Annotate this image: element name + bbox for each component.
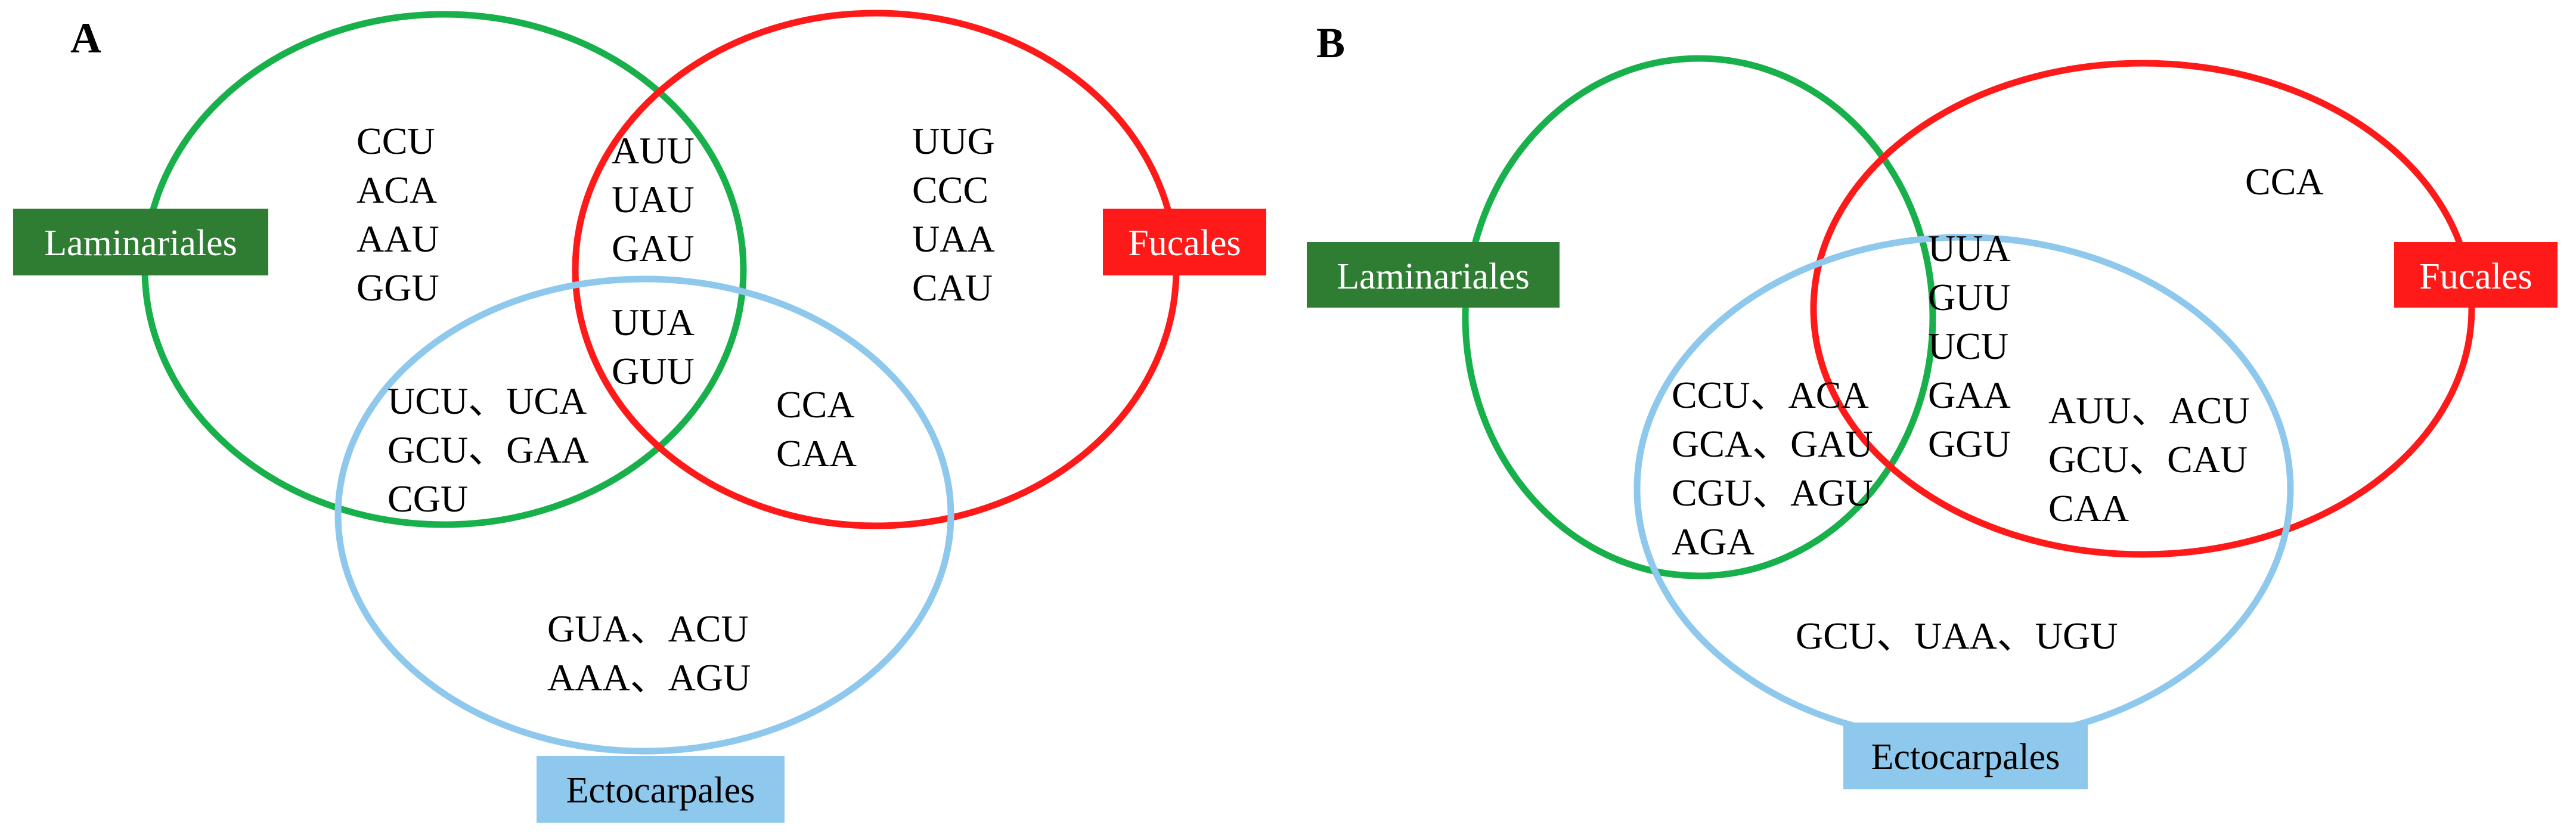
- panel-a-letter: A: [70, 14, 101, 62]
- svg-text:Laminariales: Laminariales: [44, 223, 237, 264]
- codon-list-laminariales-fucales-a: AUU UAU GAU: [612, 129, 704, 269]
- codon-list-laminariales-ectocarpales-b: CCU、ACA GCA、GAU CGU、AGU AGA: [1672, 374, 1883, 563]
- codon-list-ectocarpales-only-a: GUA、ACU AAA、AGU: [547, 607, 758, 699]
- codon-list-all-three-a: UUA GUU: [612, 301, 702, 392]
- svg-text:Ectocarpales: Ectocarpales: [1871, 737, 2060, 777]
- codon-list-fucales-only-b: CCA: [2245, 160, 2324, 203]
- codon-list-all-three-b: UUA GUU UCU GAA GGU: [1928, 227, 2020, 465]
- svg-text:Laminariales: Laminariales: [1337, 256, 1530, 297]
- laminariales-label-a: Laminariales: [13, 209, 268, 275]
- laminariales-circle-b: [1462, 55, 1936, 579]
- ectocarpales-circle-a: [334, 275, 954, 755]
- laminariales-label-b: Laminariales: [1307, 242, 1560, 308]
- fucales-circle-b: [1810, 60, 2475, 558]
- ectocarpales-label-a: Ectocarpales: [537, 756, 785, 823]
- codon-list-laminariales-only-a: CCU ACA AAU GGU: [357, 120, 449, 309]
- ectocarpales-label-b: Ectocarpales: [1843, 723, 2088, 789]
- panel-b: B Laminariales Fucales Ectocarpales CCA …: [1307, 19, 2558, 789]
- fucales-label-a: Fucales: [1103, 209, 1266, 275]
- codon-list-fucales-ectocarpales-b: AUU、ACU GCU、CAU CAA: [2048, 389, 2259, 529]
- codon-list-fucales-only-a: UUG CCC UAA CAU: [912, 120, 1005, 309]
- codon-list-ectocarpales-only-b: GCU、UAA、UGU: [1796, 615, 2118, 657]
- svg-text:Fucales: Fucales: [2419, 256, 2532, 297]
- codon-list-fucales-ectocarpales-a: CCA CAA: [776, 383, 862, 475]
- svg-text:Fucales: Fucales: [1128, 223, 1241, 264]
- panel-a: A Laminariales Fucales Ectocarpales CCU …: [13, 10, 1266, 823]
- codon-list-laminariales-ectocarpales-a: UCU、UCA GCU、GAA CGU: [388, 380, 596, 520]
- fucales-circle-a: [572, 10, 1180, 529]
- svg-text:Ectocarpales: Ectocarpales: [566, 770, 755, 811]
- panel-b-letter: B: [1316, 19, 1345, 67]
- fucales-label-b: Fucales: [2394, 242, 2558, 308]
